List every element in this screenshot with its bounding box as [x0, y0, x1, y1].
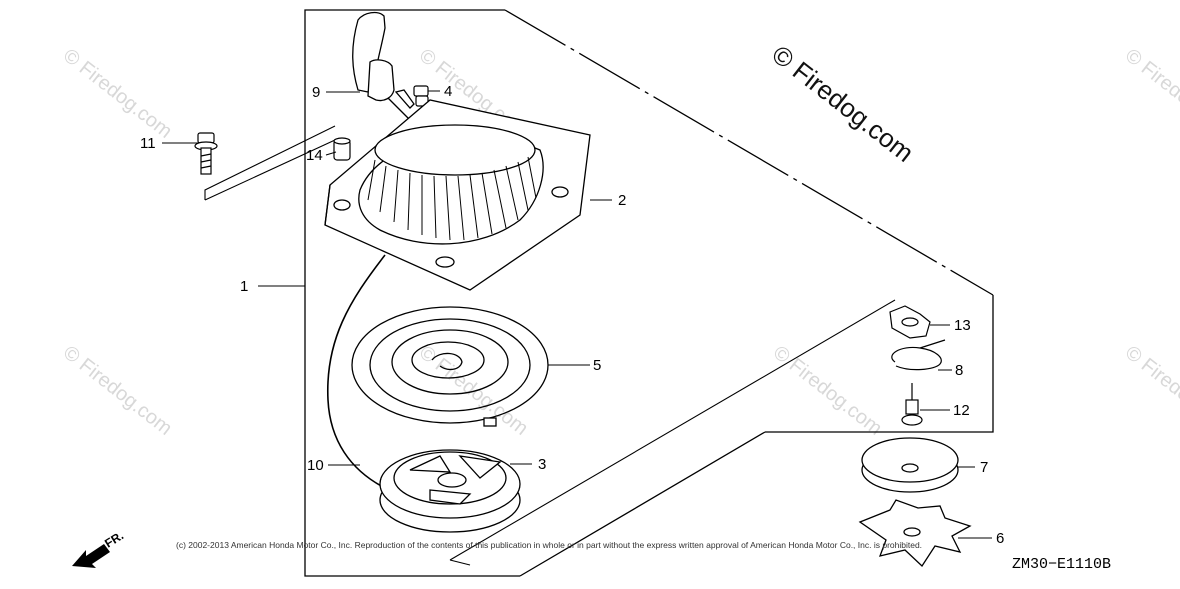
set-screw	[901, 383, 923, 426]
callout-14: 14	[306, 147, 323, 164]
copyright-notice: (c) 2002-2013 American Honda Motor Co., …	[176, 540, 922, 550]
watermark-faint-6: © Firedog.com	[769, 342, 886, 440]
friction-spring	[891, 339, 946, 371]
diagram-code: ZM30−E1110B	[1012, 556, 1111, 573]
callout-7: 7	[980, 459, 988, 476]
starter-rope	[326, 254, 386, 489]
callout-9: 9	[312, 84, 320, 101]
starter-case	[324, 99, 591, 291]
watermark-faint-3: © Firedog.com	[1121, 45, 1180, 143]
callout-2: 2	[618, 192, 626, 209]
collar	[333, 137, 351, 161]
callouts: 1 2 3 4 5 6 7 8 9 10 11 12 13 14	[140, 83, 1004, 547]
callout-4: 4	[444, 83, 452, 100]
callout-6: 6	[996, 530, 1004, 547]
flange-bolt	[194, 132, 218, 175]
watermark-faint-7: © Firedog.com	[1121, 342, 1180, 440]
callout-8: 8	[955, 362, 963, 379]
watermark-faint-4: © Firedog.com	[59, 342, 176, 440]
leader-lines	[162, 90, 992, 539]
callout-12: 12	[953, 402, 970, 419]
ratchet-plate	[861, 437, 959, 493]
watermark-faint-1: © Firedog.com	[59, 45, 176, 143]
callout-5: 5	[593, 357, 601, 374]
callout-10: 10	[307, 457, 324, 474]
watermark-main: © Firedog.com	[766, 39, 919, 168]
arrow-icon	[72, 544, 110, 568]
ratchet	[858, 499, 972, 568]
callout-3: 3	[538, 456, 546, 473]
subassembly-lines	[449, 299, 896, 566]
front-direction-arrow: FR.	[72, 528, 126, 568]
starter-grip	[352, 11, 415, 121]
callout-11: 11	[140, 135, 156, 152]
callout-1: 1	[240, 278, 248, 295]
reel	[379, 449, 521, 533]
ratchet-guide	[889, 305, 931, 339]
faint-watermarks: © Firedog.com © Firedog.com © Firedog.co…	[59, 45, 1180, 440]
assembly-outline	[304, 9, 994, 577]
callout-13: 13	[954, 317, 971, 334]
bolt-group-bracket	[204, 125, 336, 201]
